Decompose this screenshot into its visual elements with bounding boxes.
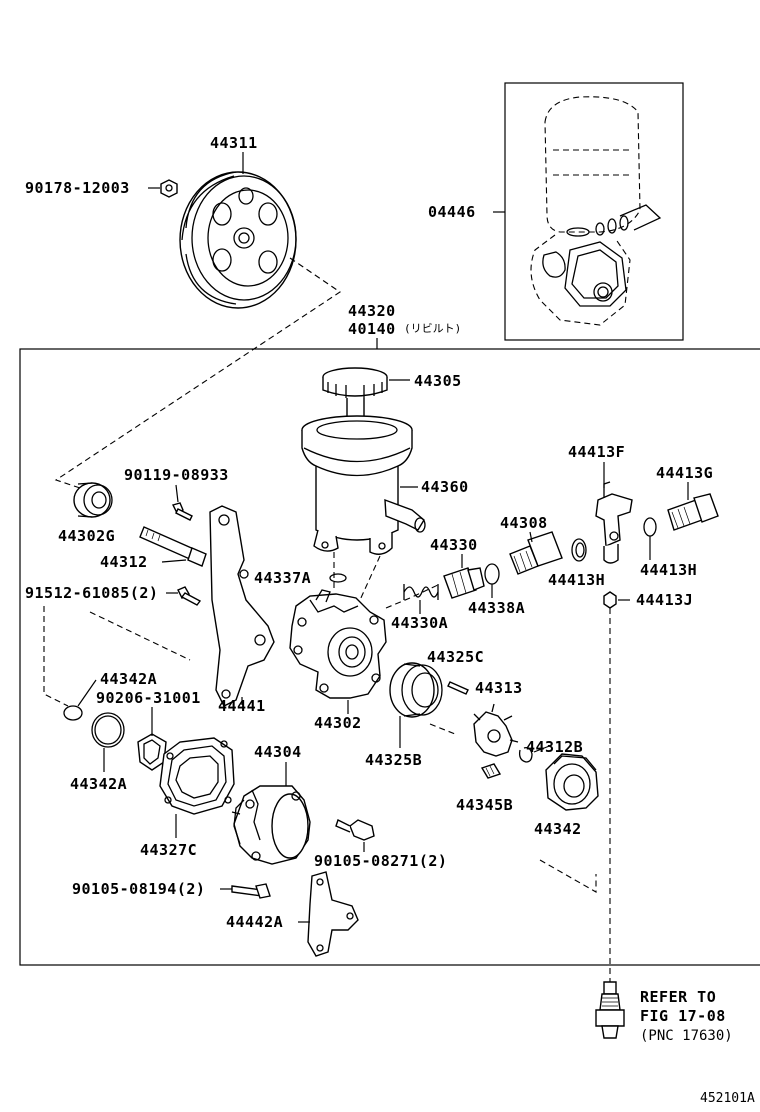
label-44312B: 44312B	[526, 738, 583, 756]
bolt-90105-a	[335, 819, 375, 841]
label-44413F: 44413F	[568, 443, 625, 461]
oring-44342A-1	[63, 705, 83, 721]
oring-44413H-1	[571, 538, 587, 562]
label-44337A: 44337A	[254, 569, 311, 587]
bracket-44442A	[307, 871, 359, 957]
camring-44342	[545, 753, 599, 811]
label-44325B: 44325B	[365, 751, 422, 769]
ring-44325C	[389, 662, 443, 718]
label-90105-a: 90105-08271(2)	[314, 852, 447, 870]
label-44441: 44441	[218, 697, 266, 715]
refer-line-1: REFER TO	[640, 988, 716, 1006]
label-44311: 44311	[210, 134, 258, 152]
label-40140: 40140	[348, 320, 396, 338]
cover-44304	[231, 785, 311, 865]
label-04446: 04446	[428, 203, 476, 221]
bolt-90105-b	[231, 883, 271, 899]
label-44302G: 44302G	[58, 527, 115, 545]
label-44342A-1: 44342A	[100, 670, 157, 688]
label-90178: 90178-12003	[25, 179, 130, 197]
refer-line-3: (PNC 17630)	[640, 1028, 733, 1044]
oring-44342A-2	[91, 712, 125, 748]
label-90206: 90206-31001	[96, 689, 201, 707]
oring-44337A	[329, 573, 347, 583]
label-44338A: 44338A	[468, 599, 525, 617]
fitting-44413G	[667, 493, 719, 531]
label-44360: 44360	[421, 478, 469, 496]
label-44330: 44330	[430, 536, 478, 554]
label-91512: 91512-61085(2)	[25, 584, 158, 602]
bearing-44302G	[73, 482, 113, 518]
valve-44330	[443, 567, 485, 599]
label-44442A: 44442A	[226, 913, 283, 931]
rotor-44313	[473, 703, 519, 757]
gasket-44327C	[159, 737, 235, 815]
spring-44330A	[403, 584, 439, 600]
label-44320: 44320	[348, 302, 396, 320]
assembly-box	[19, 348, 760, 966]
snapring-44312B	[518, 746, 533, 763]
reservoir-44360	[301, 415, 426, 555]
pump-body-44302	[289, 589, 387, 699]
figure-id: 452101A	[700, 1091, 755, 1106]
label-44304: 44304	[254, 743, 302, 761]
label-44413G: 44413G	[656, 464, 713, 482]
label-44413H-2: 44413H	[640, 561, 697, 579]
bracket-44441	[209, 505, 275, 707]
label-44342A-2: 44342A	[70, 775, 127, 793]
label-44342: 44342	[534, 820, 582, 838]
vanes-44345B	[480, 763, 502, 779]
label-44305: 44305	[414, 372, 462, 390]
label-44302: 44302	[314, 714, 362, 732]
shaft-44312	[139, 526, 207, 567]
gasket-90206	[137, 733, 167, 771]
label-44330A: 44330A	[391, 614, 448, 632]
bolts-91512	[177, 586, 202, 606]
fitting-44308	[509, 531, 563, 575]
label-44327C: 44327C	[140, 841, 197, 859]
label-44345B: 44345B	[456, 796, 513, 814]
label-44325C: 44325C	[427, 648, 484, 666]
oring-44338A	[484, 563, 500, 585]
label-44413J: 44413J	[636, 591, 693, 609]
nut-90178	[160, 179, 178, 198]
union-44413F	[595, 481, 633, 564]
bolt-90119	[171, 502, 193, 521]
label-90119: 90119-08933	[124, 466, 229, 484]
label-44413H-1: 44413H	[548, 571, 605, 589]
label-44312: 44312	[100, 553, 148, 571]
label-44313: 44313	[475, 679, 523, 697]
hose-fitting-refer	[595, 981, 625, 1039]
label-90105-b: 90105-08194(2)	[72, 880, 205, 898]
refer-line-2: FIG 17-08	[640, 1007, 726, 1025]
label-rebuilt: (リビルト)	[404, 322, 461, 335]
reservoir-cap-44305	[322, 367, 388, 427]
oring-44413H-2	[643, 517, 657, 537]
cap-44413J	[603, 591, 617, 609]
label-44308: 44308	[500, 514, 548, 532]
pulley-44311	[179, 171, 297, 309]
inset-box	[504, 82, 684, 341]
